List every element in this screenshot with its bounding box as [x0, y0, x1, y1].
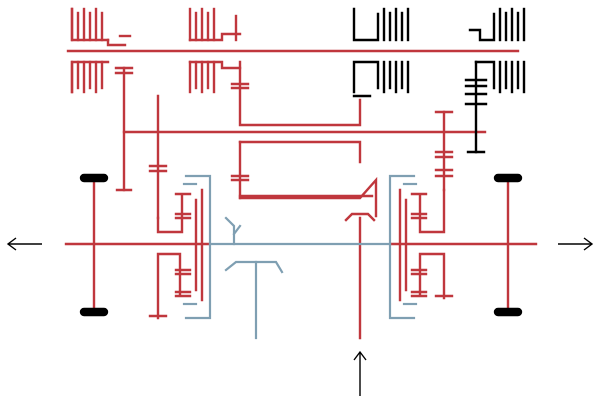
right-wheel-top — [493, 173, 523, 183]
right-wheel-bottom — [493, 307, 523, 317]
black-drum — [352, 60, 380, 94]
right-carrier — [388, 174, 416, 320]
power-flow-arrows — [6, 237, 594, 396]
right-output-arrow-head — [583, 237, 594, 251]
input-bevel — [344, 212, 376, 222]
black-drive-train — [79, 7, 526, 317]
black-drum — [468, 12, 496, 42]
black-drum — [474, 60, 496, 90]
clutch-drum — [70, 60, 110, 94]
blue-differential-housing — [182, 174, 418, 340]
clutch-drum — [70, 7, 110, 42]
left-wheel-bottom — [79, 307, 109, 317]
bridge-top — [238, 140, 362, 164]
bevel-up-tick — [232, 224, 242, 236]
red-drive-train — [64, 7, 538, 340]
bevel-upper — [224, 216, 236, 246]
black-drum — [352, 7, 380, 42]
bridge-bottom — [238, 176, 378, 218]
left-wheel-top — [79, 173, 109, 183]
mid-drop — [238, 60, 362, 127]
left-carrier — [184, 174, 212, 320]
bevel-lower — [224, 260, 284, 274]
clutch-hub — [106, 38, 127, 47]
left-output-arrow-head — [6, 237, 17, 251]
clutch-drum — [188, 32, 242, 42]
left-planet-arm-lower — [156, 252, 182, 320]
right-planet-arm — [418, 188, 446, 234]
clutch-drum — [188, 60, 242, 70]
input-arrow-head — [353, 350, 367, 361]
